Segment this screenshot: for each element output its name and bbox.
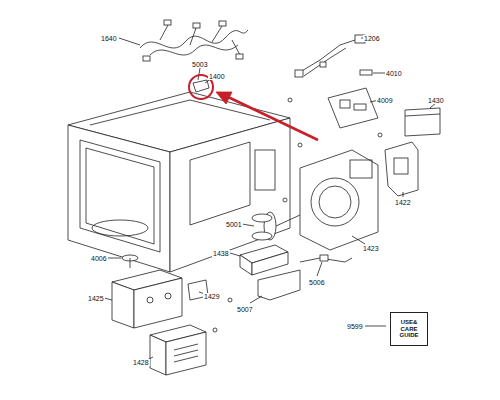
callout-number: 5003 — [191, 61, 209, 68]
callout-number: 5001 — [225, 221, 243, 228]
callout-number: 1428 — [132, 359, 150, 366]
callout-number: 1422 — [394, 199, 412, 206]
callout-number: 1438 — [212, 250, 230, 257]
guide-booklet: USE& CARE GUIDE — [390, 312, 428, 346]
callout-number: 5006 — [308, 279, 326, 286]
callout-number: 1430 — [427, 97, 445, 104]
callout-number: 1640 — [100, 35, 118, 42]
callout-number: 1429 — [203, 293, 221, 300]
callout-number: 1425 — [87, 295, 105, 302]
callout-number: 4009 — [376, 97, 394, 104]
callout-number: 1206 — [363, 35, 381, 42]
callout-number: 4010 — [385, 70, 403, 77]
callout-number: 9599 — [346, 323, 364, 330]
callout-number: 1423 — [362, 245, 380, 252]
booklet-title: USE& CARE GUIDE — [394, 319, 424, 340]
callout-number: 5007 — [236, 306, 254, 313]
callout-number: 4006 — [90, 255, 108, 262]
callout-number: 1400 — [208, 73, 226, 80]
